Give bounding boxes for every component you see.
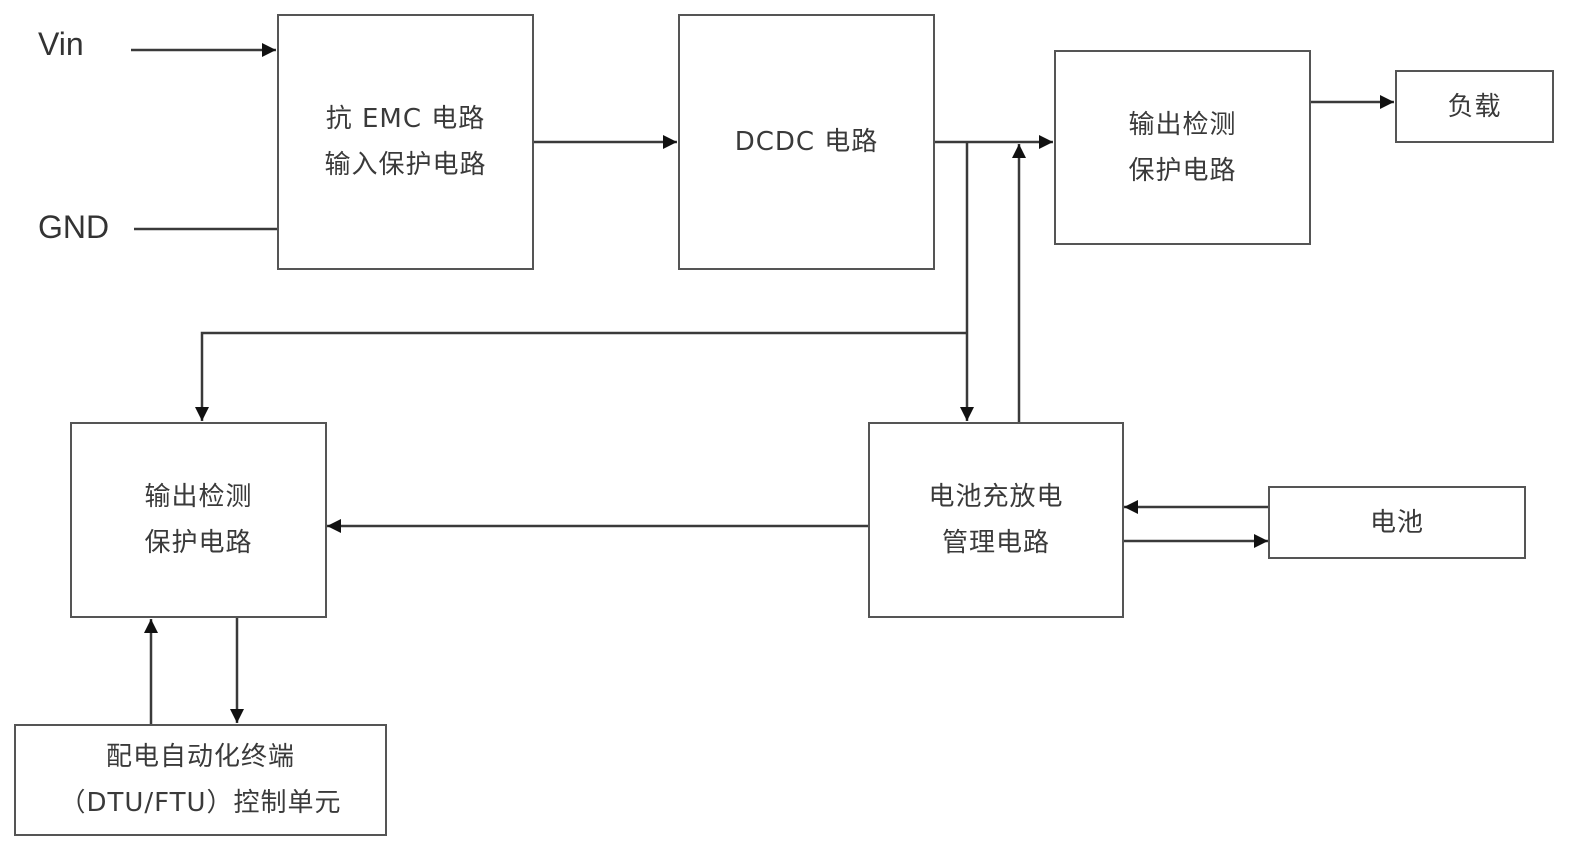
block-label-line: 输出检测 <box>144 482 253 512</box>
emc-input-protection-block: 抗 EMC 电路 输入保护电路 <box>277 14 534 270</box>
output-protection-block-top: 输出检测 保护电路 <box>1054 50 1311 245</box>
load-block: 负载 <box>1395 70 1554 143</box>
block-label-line: 电池 <box>1369 507 1424 538</box>
block-label-line: 保护电路 <box>1128 155 1237 186</box>
block-label-line: 管理电路 <box>941 528 1050 558</box>
gnd-terminal-label: GND <box>38 209 110 245</box>
battery-block: 电池 <box>1268 486 1526 559</box>
block-label-line: 输入保护电路 <box>324 150 487 180</box>
block-label-line: （DTU/FTU）控制单元 <box>59 788 342 818</box>
battery-management-block: 电池充放电 管理电路 <box>868 422 1124 618</box>
block-label-line: 配电自动化终端 <box>105 742 295 772</box>
output-protection-block-bottom: 输出检测 保护电路 <box>70 422 327 618</box>
block-label-line: 负载 <box>1447 91 1502 122</box>
dtu-ftu-control-unit-block: 配电自动化终端 （DTU/FTU）控制单元 <box>14 724 387 836</box>
block-label-line: 保护电路 <box>144 528 253 558</box>
block-label-line: 抗 EMC 电路 <box>325 104 486 134</box>
dcdc-circuit-block: DCDC 电路 <box>678 14 935 270</box>
block-label-line: 电池充放电 <box>928 482 1064 512</box>
block-label-line: 输出检测 <box>1128 109 1237 140</box>
vin-terminal-label: Vin <box>38 26 84 62</box>
block-label-line: DCDC 电路 <box>734 127 879 157</box>
connector-dcdc-to-output-protect-bottom <box>195 331 967 421</box>
